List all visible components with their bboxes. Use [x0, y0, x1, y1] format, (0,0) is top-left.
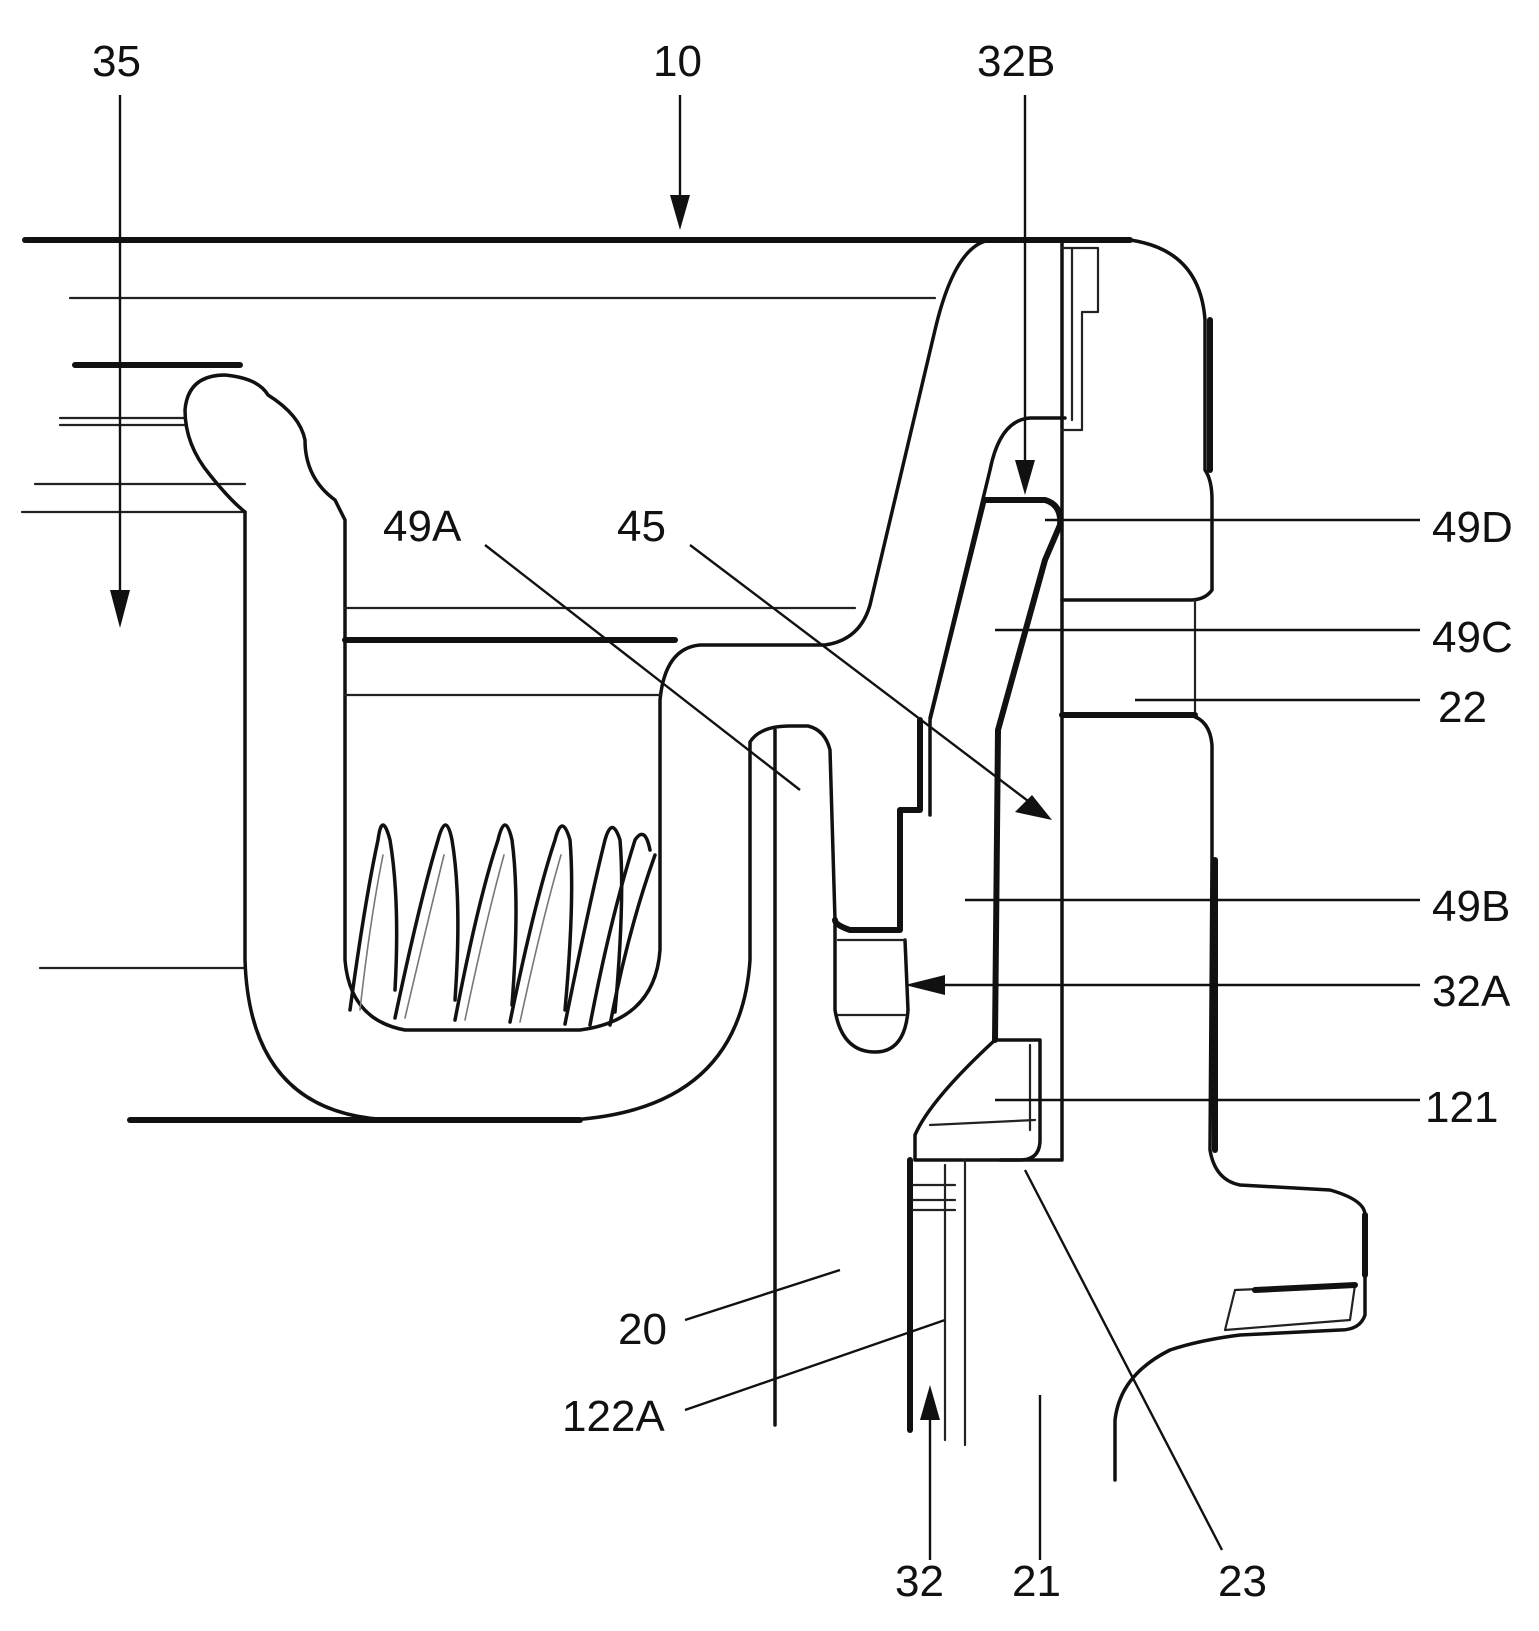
- label-45: 45: [617, 505, 666, 549]
- label-32B: 32B: [977, 40, 1055, 84]
- label-49A: 49A: [383, 505, 461, 549]
- label-49D: 49D: [1432, 506, 1513, 550]
- label-49B: 49B: [1432, 885, 1510, 929]
- label-122A: 122A: [562, 1395, 665, 1439]
- housing-flange: [1225, 1285, 1355, 1330]
- flange-thick: [1255, 1285, 1355, 1290]
- lip-49D-edge: [985, 500, 1060, 1040]
- housing-22: [1062, 240, 1212, 600]
- lip-inner-slope: [930, 500, 985, 815]
- label-49C: 49C: [1432, 616, 1513, 660]
- backing-step-top: [1062, 248, 1098, 430]
- label-35: 35: [92, 40, 141, 84]
- label-23: 23: [1218, 1560, 1267, 1604]
- spring-coils: [350, 825, 655, 1025]
- component-121-base: [930, 1120, 1035, 1125]
- label-20: 20: [618, 1308, 667, 1352]
- lip-stepped: [835, 720, 920, 930]
- label-22: 22: [1438, 686, 1487, 730]
- label-21: 21: [1012, 1560, 1061, 1604]
- label-32: 32: [895, 1560, 944, 1604]
- label-10: 10: [653, 40, 702, 84]
- label-121: 121: [1425, 1086, 1498, 1130]
- label-32A: 32A: [1432, 970, 1510, 1014]
- leader-lines: [110, 95, 1420, 1560]
